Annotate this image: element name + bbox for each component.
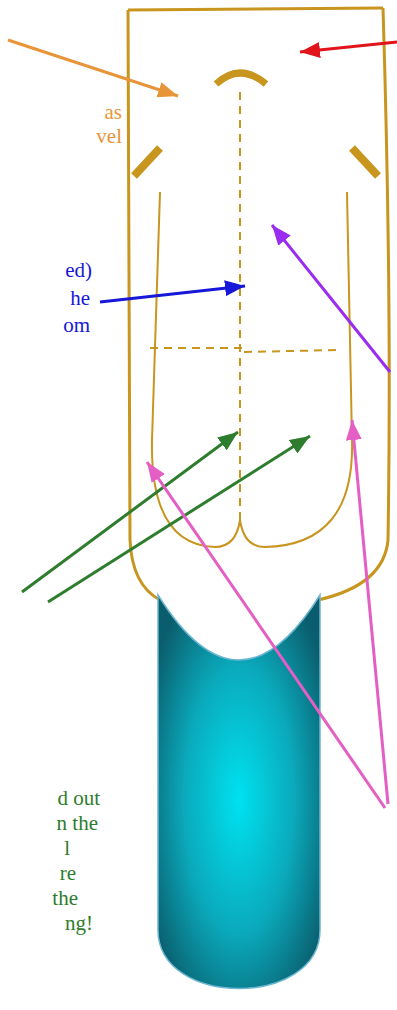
callout-text: ed) — [65, 258, 92, 282]
top-arc — [216, 73, 266, 84]
tube-top — [128, 8, 383, 10]
callout-text: om — [63, 313, 90, 337]
teal-cylinder — [158, 595, 320, 989]
callout-text: re — [60, 861, 76, 885]
dashed-line — [239, 92, 241, 520]
callout-text: vel — [96, 124, 122, 148]
dashed-line — [150, 348, 338, 352]
pink-arrow — [147, 462, 385, 808]
callout-text: n the — [57, 811, 98, 835]
thick-bar — [352, 148, 378, 176]
callout-text: as — [105, 100, 123, 124]
tube-wall — [318, 8, 389, 600]
pink-arrow — [352, 420, 388, 804]
green-arrow — [22, 432, 238, 592]
blue-arrow — [100, 286, 245, 302]
callout-text: l — [64, 836, 70, 860]
callout-text: ng! — [65, 911, 93, 935]
callout-text: the — [52, 886, 78, 910]
orange-arrow — [8, 40, 178, 96]
green-arrow — [48, 436, 310, 602]
red-arrow — [300, 42, 397, 52]
thick-bar — [134, 148, 160, 176]
callout-text: d out — [57, 786, 100, 810]
callout-text: he — [70, 286, 90, 310]
inner-wall — [152, 192, 240, 547]
inner-wall — [240, 192, 352, 547]
purple-arrow — [272, 225, 390, 372]
